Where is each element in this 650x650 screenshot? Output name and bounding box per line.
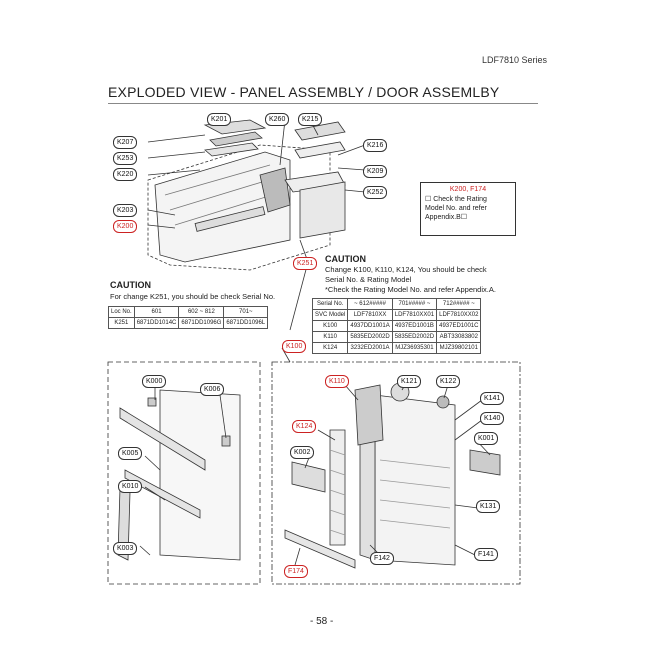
table-cell: K124 — [311, 342, 349, 354]
table-row: K124 3232ED2001A MJZ36935301 MJZ39802101 — [311, 342, 482, 354]
label-k005: K005 — [118, 447, 143, 460]
table-cell: 3232ED2001A — [347, 342, 393, 354]
caution-right-line1: Change K100, K110, K124, You should be c… — [325, 265, 487, 274]
label-k003: K003 — [113, 542, 138, 555]
label-k201: K201 — [207, 113, 232, 126]
table-row: SVC Model LDF7810XX LDF7810XX01 LDF7810X… — [311, 309, 482, 321]
label-k010: K010 — [118, 480, 143, 493]
caution-right-title: CAUTION — [325, 254, 366, 264]
label-k253: K253 — [113, 152, 138, 165]
label-k252: K252 — [363, 186, 388, 199]
table-header-row: Loc No. 601 602 ~ 812 701~ — [108, 306, 269, 318]
table-cell: LDF7810XX — [347, 309, 393, 321]
table-cell: 6871DD1096G — [178, 317, 225, 329]
note-line: Model No. and refer — [425, 205, 487, 212]
caution-left-table: Loc No. 601 602 ~ 812 701~ K251 6871DD10… — [108, 306, 269, 329]
label-k124: K124 — [292, 420, 317, 433]
series-label: LDF7810 Series — [482, 55, 548, 65]
label-k200: K200 — [113, 220, 138, 233]
table-cell: 6871DD1014C — [133, 317, 180, 329]
label-k131: K131 — [476, 500, 501, 513]
note-line: Appendix.B☐ — [425, 214, 468, 221]
label-f142: F142 — [370, 552, 394, 565]
label-k209: K209 — [363, 165, 388, 178]
label-f174: F174 — [284, 565, 308, 578]
table-cell: ABT33083802 — [436, 331, 482, 343]
table-cell: 5835ED2002D — [347, 331, 393, 343]
label-f141: F141 — [474, 548, 498, 561]
table-cell: 601 — [133, 306, 180, 318]
label-k251: K251 — [293, 257, 318, 270]
table-cell: 602 ~ 812 — [178, 306, 225, 318]
label-k001: K001 — [474, 432, 499, 445]
label-k100: K100 — [282, 340, 307, 353]
caution-left-title: CAUTION — [110, 280, 151, 290]
table-cell: LDF7810XX01 — [391, 309, 438, 321]
table-cell: 701##### ~ — [391, 298, 438, 310]
table-cell: 6871DD1096L — [223, 317, 269, 329]
table-row: K110 5835ED2002D 5835ED2002D ABT33083802 — [311, 331, 482, 343]
table-cell: MJZ36935301 — [391, 342, 438, 354]
page-number: - 58 - — [310, 616, 334, 627]
label-k216: K216 — [363, 139, 388, 152]
table-cell: 712##### ~ — [436, 298, 482, 310]
table-cell: ~ 612##### — [347, 298, 393, 310]
table-row: K251 6871DD1014C 6871DD1096G 6871DD1096L — [108, 317, 269, 329]
table-cell: 4937ED1001C — [436, 320, 482, 332]
label-k121: K121 — [397, 375, 422, 388]
table-cell: K251 — [108, 317, 135, 329]
label-k006: K006 — [200, 383, 225, 396]
label-k220: K220 — [113, 168, 138, 181]
note-line: ☐ Check the Rating — [425, 196, 487, 203]
label-k122: K122 — [436, 375, 461, 388]
caution-right-line2: Serial No. & Rating Model — [325, 275, 412, 284]
label-k002: K002 — [290, 446, 315, 459]
table-cell: 5835ED2002D — [391, 331, 438, 343]
table-cell: K110 — [311, 331, 349, 343]
table-cell: LDF7810XX02 — [436, 309, 482, 321]
table-cell: MJZ39802101 — [436, 342, 482, 354]
label-k141: K141 — [480, 392, 505, 405]
label-k207: K207 — [113, 136, 138, 149]
label-k000: K000 — [142, 375, 167, 388]
table-row: K100 4937DD1001A 4937ED1001B 4937ED1001C — [311, 320, 482, 332]
rating-note-box: K200, F174 ☐ Check the Rating Model No. … — [420, 182, 516, 236]
caution-right-table: Serial No. ~ 612##### 701##### ~ 712####… — [311, 298, 482, 354]
note-header: K200, F174 — [449, 186, 487, 193]
table-cell: SVC Model — [311, 309, 349, 321]
table-cell: K100 — [311, 320, 349, 332]
label-k215: K215 — [298, 113, 323, 126]
table-cell: 4937ED1001B — [391, 320, 438, 332]
label-k260: K260 — [265, 113, 290, 126]
label-k203: K203 — [113, 204, 138, 217]
title-divider — [108, 103, 538, 104]
table-cell: Serial No. — [311, 298, 349, 310]
caution-right-line3: *Check the Rating Model No. and refer Ap… — [325, 285, 496, 294]
page-title: EXPLODED VIEW - PANEL ASSEMBLY / DOOR AS… — [108, 84, 500, 100]
table-header-row: Serial No. ~ 612##### 701##### ~ 712####… — [311, 298, 482, 310]
label-k110: K110 — [325, 375, 349, 388]
table-cell: Loc No. — [108, 306, 135, 318]
table-cell: 701~ — [223, 306, 269, 318]
label-k140: K140 — [480, 412, 505, 425]
table-cell: 4937DD1001A — [347, 320, 393, 332]
caution-left-text: For change K251, you should be check Ser… — [110, 292, 276, 301]
